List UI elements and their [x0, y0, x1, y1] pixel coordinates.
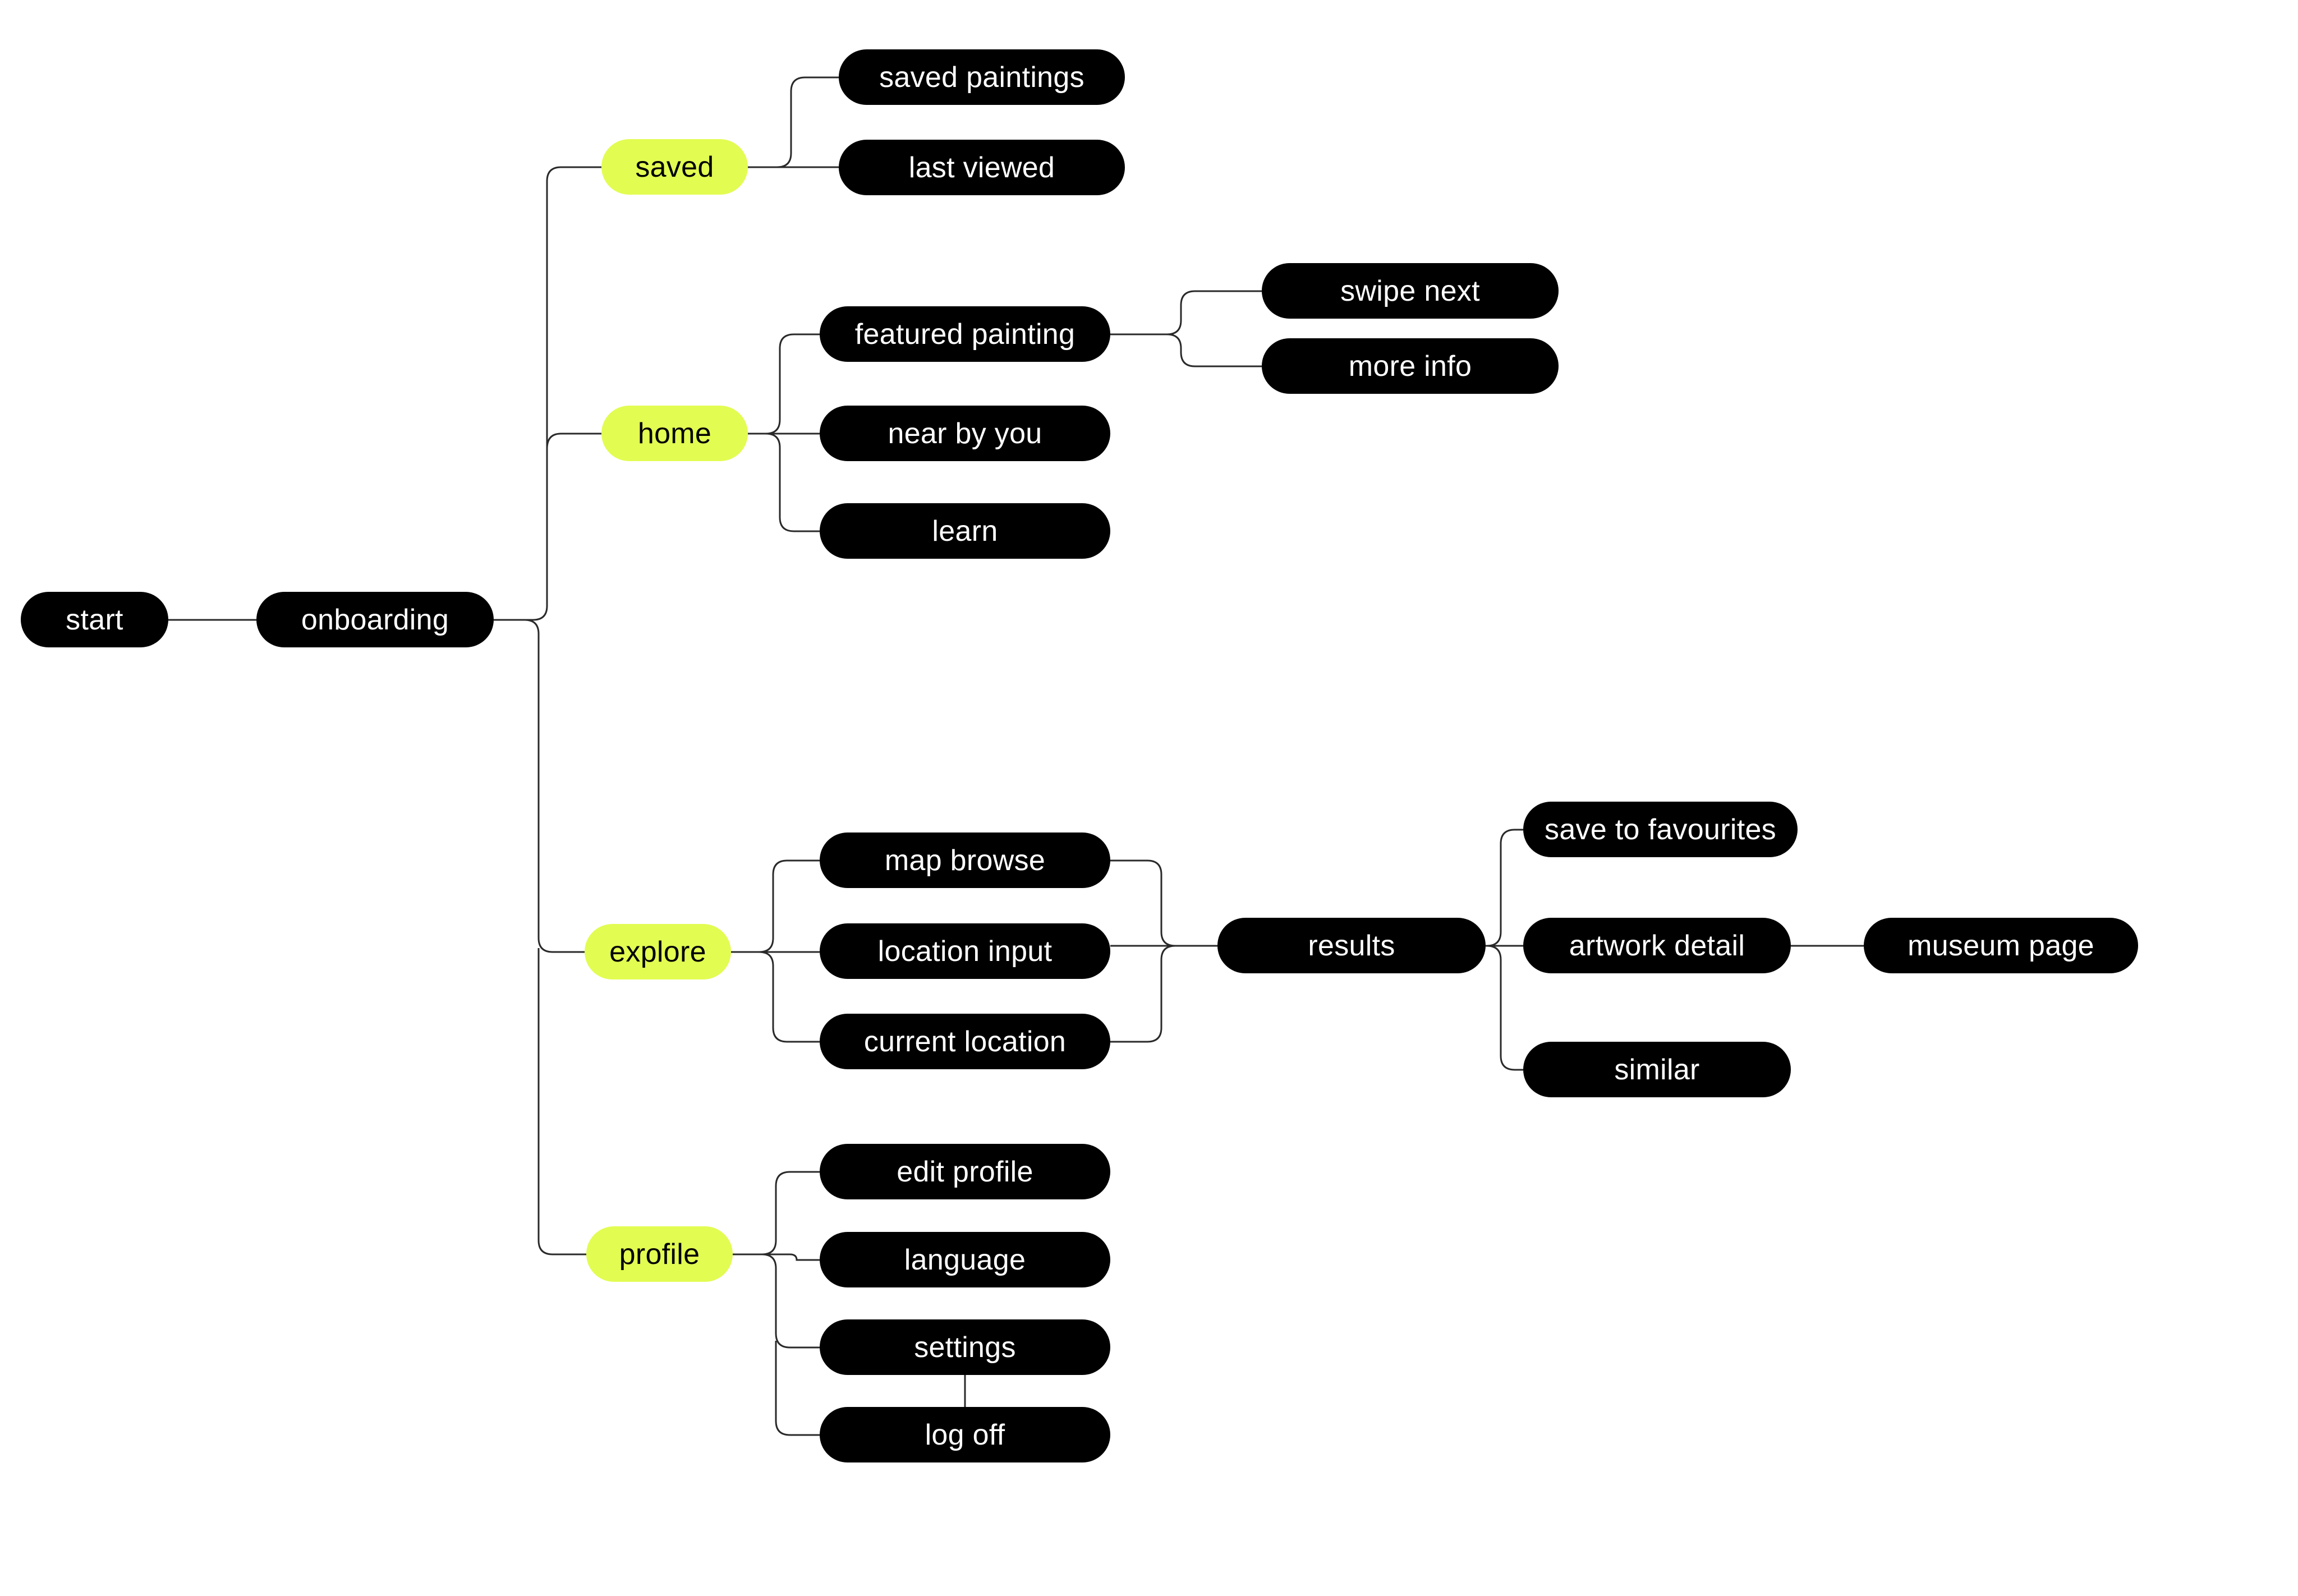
node-results[interactable]: results	[1217, 918, 1486, 973]
node-save-to-favourites[interactable]: save to favourites	[1523, 802, 1798, 857]
connector-onboarding-home	[546, 433, 601, 449]
connector-current-results	[1110, 945, 1176, 1043]
node-profile[interactable]: profile	[586, 1226, 733, 1282]
node-learn[interactable]: learn	[820, 503, 1110, 559]
connector-home-learn	[765, 433, 820, 532]
node-location-input[interactable]: location input	[820, 923, 1110, 979]
node-start[interactable]: start	[21, 592, 168, 647]
node-log-off[interactable]: log off	[820, 1407, 1110, 1462]
connector-home-featured	[748, 333, 820, 435]
node-settings[interactable]: settings	[820, 1319, 1110, 1375]
node-featured-painting[interactable]: featured painting	[820, 306, 1110, 362]
connector-profile-settings	[761, 1253, 820, 1349]
connector-results-save	[1486, 829, 1523, 947]
node-museum-page[interactable]: museum page	[1864, 918, 2138, 973]
node-explore[interactable]: explore	[585, 924, 731, 979]
connector-explore-current	[759, 951, 820, 1043]
connector-profile-language	[733, 1253, 820, 1261]
node-saved[interactable]: saved	[601, 139, 748, 195]
node-map-browse[interactable]: map browse	[820, 833, 1110, 888]
connector-map-results	[1110, 859, 1217, 947]
node-current-location[interactable]: current location	[820, 1014, 1110, 1069]
node-edit-profile[interactable]: edit profile	[820, 1144, 1110, 1199]
connector-profile-logoff	[775, 1341, 820, 1436]
node-similar[interactable]: similar	[1523, 1042, 1791, 1097]
node-artwork-detail[interactable]: artwork detail	[1523, 918, 1791, 973]
connector-featured-more	[1166, 333, 1262, 367]
node-more-info[interactable]: more info	[1262, 338, 1559, 394]
connector-profile-edit	[733, 1171, 820, 1255]
node-near-by-you[interactable]: near by you	[820, 406, 1110, 461]
connector-onboarding-profile	[537, 948, 586, 1255]
node-last-viewed[interactable]: last viewed	[839, 140, 1125, 195]
connector-onboarding-saved	[494, 166, 601, 621]
connector-featured-swipe	[1110, 290, 1262, 335]
node-language[interactable]: language	[820, 1232, 1110, 1287]
connector-saved-children	[748, 76, 839, 168]
connector-explore-map	[731, 859, 820, 953]
node-swipe-next[interactable]: swipe next	[1262, 263, 1559, 319]
node-onboarding[interactable]: onboarding	[256, 592, 494, 647]
node-home[interactable]: home	[601, 406, 748, 461]
node-saved-paintings[interactable]: saved paintings	[839, 49, 1125, 105]
connector-results-similar	[1486, 945, 1523, 1071]
connector-onboarding-explore	[494, 619, 585, 953]
